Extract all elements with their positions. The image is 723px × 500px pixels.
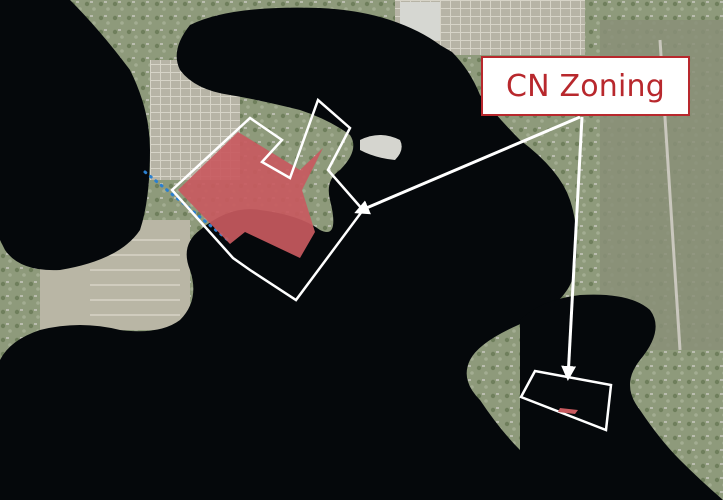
arrow-to-parcel-1 [354,115,581,215]
parcel-outline-2 [519,369,613,432]
arrow-to-parcel-2 [561,116,584,381]
cn-zoning-callout: CN Zoning [481,56,690,116]
cn-zone-fill-parcel-1 [178,132,323,258]
callout-label: CN Zoning [505,68,666,104]
parcel-outline-1 [170,97,365,302]
cn-zone-fill-parcel-2 [558,408,578,414]
